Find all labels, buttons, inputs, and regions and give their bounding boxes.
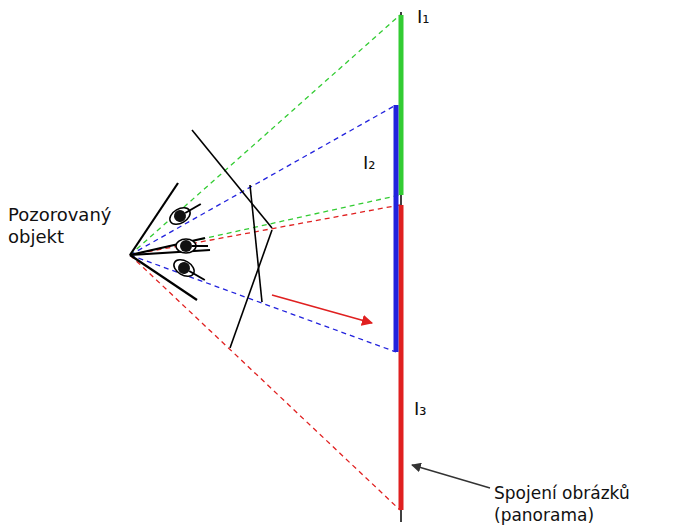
leader-arrow (412, 465, 490, 488)
projection-arrow (272, 295, 372, 323)
view-rays (130, 15, 400, 510)
image-label: I₃ (414, 398, 454, 420)
image-2-segment (394, 105, 399, 352)
eye-symbols (167, 198, 208, 286)
image-3-segment (399, 205, 404, 510)
camera-wedge (130, 183, 210, 300)
image-planes (192, 130, 272, 348)
image-label: I₂ (363, 152, 393, 174)
panorama-axis (400, 12, 402, 522)
panorama-label: Spojení obrázků (panorama) (494, 482, 674, 526)
image-1-segment (399, 15, 404, 195)
image-label: I₁ (417, 6, 457, 28)
object-label: Pozorovaný objekt (8, 204, 128, 248)
